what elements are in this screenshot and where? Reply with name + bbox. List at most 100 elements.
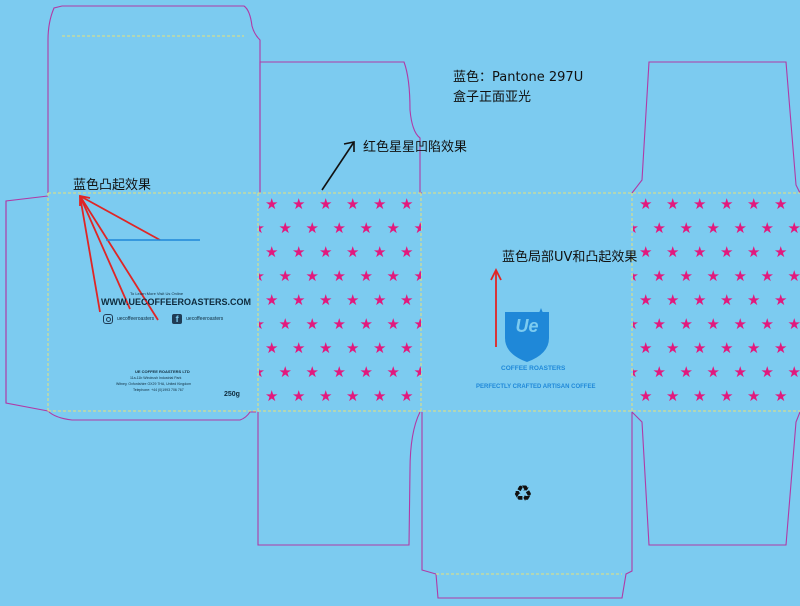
star-icon: ★ <box>359 219 373 237</box>
star-icon: ★ <box>666 291 680 309</box>
star-icon: ★ <box>292 195 306 213</box>
star-icon: ★ <box>693 195 707 213</box>
star-icon: ★ <box>292 339 306 357</box>
star-icon: ★ <box>633 221 639 236</box>
star-icon: ★ <box>639 195 653 213</box>
star-icon: ★ <box>733 363 747 381</box>
star-icon: ★ <box>720 195 734 213</box>
star-icon: ★ <box>666 243 680 261</box>
star-icon: ★ <box>292 387 306 405</box>
star-icon: ★ <box>774 291 788 309</box>
star-icon: ★ <box>720 339 734 357</box>
star-icon: ★ <box>265 195 279 213</box>
star-icon: ★ <box>639 291 653 309</box>
telephone: Telephone: +44 (0)1993 706 767 <box>133 388 184 392</box>
fold-lines <box>47 35 800 575</box>
star-icon: ★ <box>265 387 279 405</box>
facebook-handle: uecoffeeroasters <box>186 316 224 322</box>
blue-emboss-effect-label: 蓝色凸起效果 <box>73 178 152 193</box>
star-icon: ★ <box>733 315 747 333</box>
star-icon: ★ <box>760 267 774 285</box>
arrow-uv-callout <box>490 267 502 347</box>
star-icon: ★ <box>652 363 666 381</box>
star-icon: ★ <box>747 291 761 309</box>
star-icon: ★ <box>639 339 653 357</box>
star-icon: ★ <box>693 339 707 357</box>
star-icon: ★ <box>373 243 387 261</box>
star-icon: ★ <box>733 267 747 285</box>
star-icon: ★ <box>652 315 666 333</box>
star-icon: ★ <box>774 195 788 213</box>
star-icon: ★ <box>666 387 680 405</box>
star-icon: ★ <box>652 219 666 237</box>
star-icon: ★ <box>787 219 800 237</box>
star-icon: ★ <box>265 339 279 357</box>
star-icon: ★ <box>278 363 292 381</box>
star-icon: ★ <box>400 195 414 213</box>
star-icon: ★ <box>706 219 720 237</box>
facebook-icon: f <box>172 314 183 324</box>
star-icon: ★ <box>346 387 360 405</box>
star-icon: ★ <box>346 339 360 357</box>
star-icon: ★ <box>386 267 400 285</box>
star-icon: ★ <box>278 267 292 285</box>
star-icon: ★ <box>400 291 414 309</box>
star-icon: ★ <box>706 363 720 381</box>
arrows-emboss-callout <box>79 194 161 321</box>
cut-lines <box>5 5 800 599</box>
instagram-icon <box>103 314 113 324</box>
star-icon: ★ <box>319 339 333 357</box>
star-icon: ★ <box>733 219 747 237</box>
star-icon: ★ <box>319 291 333 309</box>
star-icon: ★ <box>400 339 414 357</box>
star-icon: ★ <box>400 387 414 405</box>
star-icon: ★ <box>305 219 319 237</box>
star-icon: ★ <box>693 243 707 261</box>
website: WWW.UECOFFEEROASTERS.COM <box>101 297 251 307</box>
star-icon: ★ <box>747 195 761 213</box>
instagram-handle: uecoffeeroasters <box>117 316 155 322</box>
star-icon: ★ <box>278 219 292 237</box>
address-line2: Witney, Oxfordshire OX29 7HA, United Kin… <box>116 382 192 386</box>
star-icon: ★ <box>259 221 265 236</box>
star-icon: ★ <box>359 267 373 285</box>
star-icon: ★ <box>720 291 734 309</box>
visit-text: To Learn More Visit Us Online <box>130 291 184 296</box>
star-icon: ★ <box>386 315 400 333</box>
star-icon: ★ <box>373 291 387 309</box>
star-icon: ★ <box>760 363 774 381</box>
star-icon: ★ <box>679 219 693 237</box>
star-icon: ★ <box>760 219 774 237</box>
star-icon: ★ <box>720 387 734 405</box>
ue-logo-shield <box>505 308 549 362</box>
star-icon: ★ <box>413 315 422 333</box>
star-icon: ★ <box>693 291 707 309</box>
star-icon: ★ <box>787 363 800 381</box>
arrow-stars-callout <box>321 141 355 191</box>
star-icon: ★ <box>305 267 319 285</box>
star-icon: ★ <box>774 243 788 261</box>
star-icon: ★ <box>332 315 346 333</box>
star-icon: ★ <box>639 387 653 405</box>
star-icon: ★ <box>693 387 707 405</box>
star-icon: ★ <box>373 339 387 357</box>
star-icon: ★ <box>760 315 774 333</box>
brand-name: COFFEE ROASTERS <box>501 365 566 372</box>
star-icon: ★ <box>332 219 346 237</box>
stars-panel-right: ★★★★★★★★★★★★★★★★★★★★★★★★★★★★★★★★★★★★★★★★… <box>633 194 800 411</box>
star-icon: ★ <box>639 243 653 261</box>
blue-spec-line2: 盒子正面亚光 <box>453 90 532 105</box>
star-icon: ★ <box>319 243 333 261</box>
blue-spec-line1: 蓝色：Pantone 297U <box>453 70 584 85</box>
star-icon: ★ <box>747 339 761 357</box>
stars-panel-center: ★★★★★★★★★★★★★★★★★★★★★★★★★★★★★★★★★★★★★★★★… <box>259 194 421 411</box>
star-icon: ★ <box>633 269 639 284</box>
star-icon: ★ <box>666 195 680 213</box>
tagline: PERFECTLY CRAFTED ARTISAN COFFEE <box>476 384 596 390</box>
red-stars-effect-label: 红色星星凹陷效果 <box>363 140 468 155</box>
star-icon: ★ <box>747 387 761 405</box>
star-icon: ★ <box>305 363 319 381</box>
star-icon: ★ <box>332 267 346 285</box>
star-icon: ★ <box>413 219 422 237</box>
